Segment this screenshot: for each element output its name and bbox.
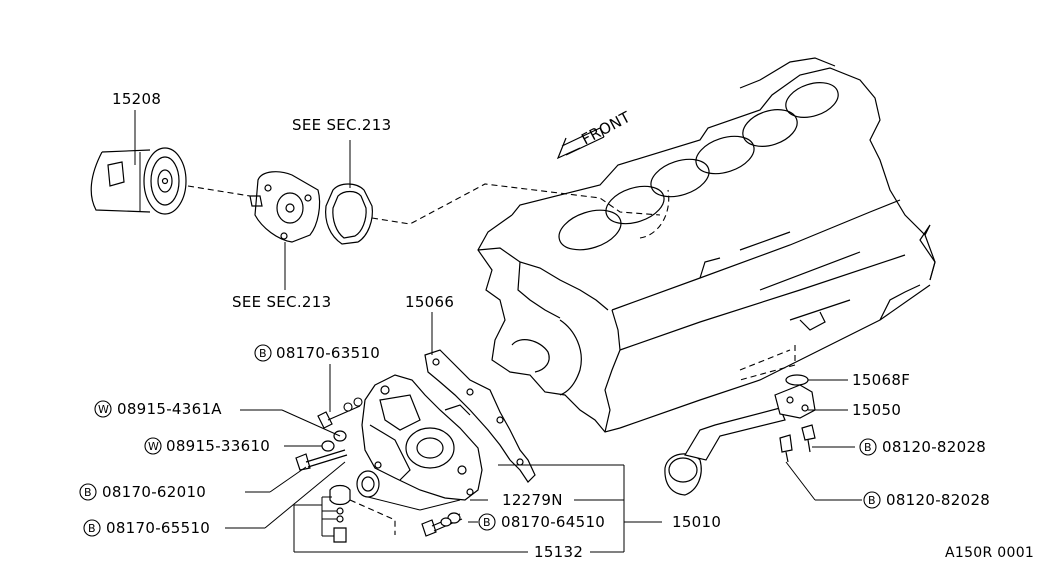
- filter-gasket-drawing: [325, 183, 373, 245]
- see-section-bottom-label: SEE SEC.213: [232, 293, 331, 311]
- strainer-bolt-a-part-number: 08120-82028: [882, 438, 986, 456]
- bolt-62010-part-number: 08170-62010: [102, 483, 206, 501]
- washer-prefix-letter: W: [148, 440, 159, 453]
- bolt-64510-drawing: [421, 512, 463, 537]
- see-section-top-label: SEE SEC.213: [292, 116, 391, 134]
- bolt-prefix-letter: B: [864, 441, 872, 454]
- washer-prefix-icon: [144, 437, 162, 455]
- bolt-63510-part-number: 08170-63510: [276, 344, 380, 362]
- oil-strainer-drawing: [664, 384, 816, 496]
- front-label: FRONT: [578, 108, 633, 149]
- strainer-part-number: 15050: [852, 401, 901, 419]
- leader-lines: [225, 364, 862, 553]
- bolt-prefix-letter: B: [259, 347, 267, 360]
- bolt-prefix-letter: B: [84, 486, 92, 499]
- pump-gasket-part-number: 15066: [405, 293, 454, 311]
- bolt-63510-drawing: [317, 397, 363, 429]
- washer-4361a-part-number: 08915-4361A: [117, 400, 222, 418]
- bolt-prefix-letter: B: [88, 522, 96, 535]
- washer-33610-part-number: 08915-33610: [166, 437, 270, 455]
- washer-prefix-letter: W: [98, 403, 109, 416]
- diagram-id: A150R 0001: [945, 545, 1034, 561]
- cylinder-block-drawing: [477, 57, 936, 433]
- pump-kit-part-number: 15132: [534, 543, 583, 561]
- filter-bracket-drawing: [249, 171, 321, 243]
- oil-seal-part-number: 12279N: [502, 491, 563, 509]
- strainer-bolt-drawing: [779, 424, 816, 463]
- pump-gasket-drawing: [424, 349, 536, 483]
- bolt-62010-drawing: [295, 449, 348, 471]
- strainer-bolt-b-part-number: 08120-82028: [886, 491, 990, 509]
- oring-part-number: 15068F: [852, 371, 910, 389]
- oil-seal-drawing: [356, 470, 380, 498]
- washer-33610-drawing: [321, 440, 335, 452]
- oil-filter-drawing: [90, 147, 187, 215]
- oring-15068f-drawing: [785, 374, 809, 386]
- bolt-prefix-icon: [478, 513, 496, 531]
- bolt-prefix-icon: [79, 483, 97, 501]
- bolt-65510-part-number: 08170-65510: [106, 519, 210, 537]
- bolt-prefix-icon: [254, 344, 272, 362]
- washer-prefix-icon: [94, 400, 112, 418]
- bolt-prefix-letter: B: [868, 494, 876, 507]
- bolt-prefix-icon: [863, 491, 881, 509]
- bolt-prefix-icon: [859, 438, 877, 456]
- bolt-prefix-letter: B: [483, 516, 491, 529]
- oil-pump-housing-drawing: [361, 374, 483, 501]
- oil-pump-assy-part-number: 15010: [672, 513, 721, 531]
- bolt-64510-part-number: 08170-64510: [501, 513, 605, 531]
- oil-filter-part-number: 15208: [112, 90, 161, 108]
- bolt-prefix-icon: [83, 519, 101, 537]
- front-arrow: FRONT: [556, 108, 634, 160]
